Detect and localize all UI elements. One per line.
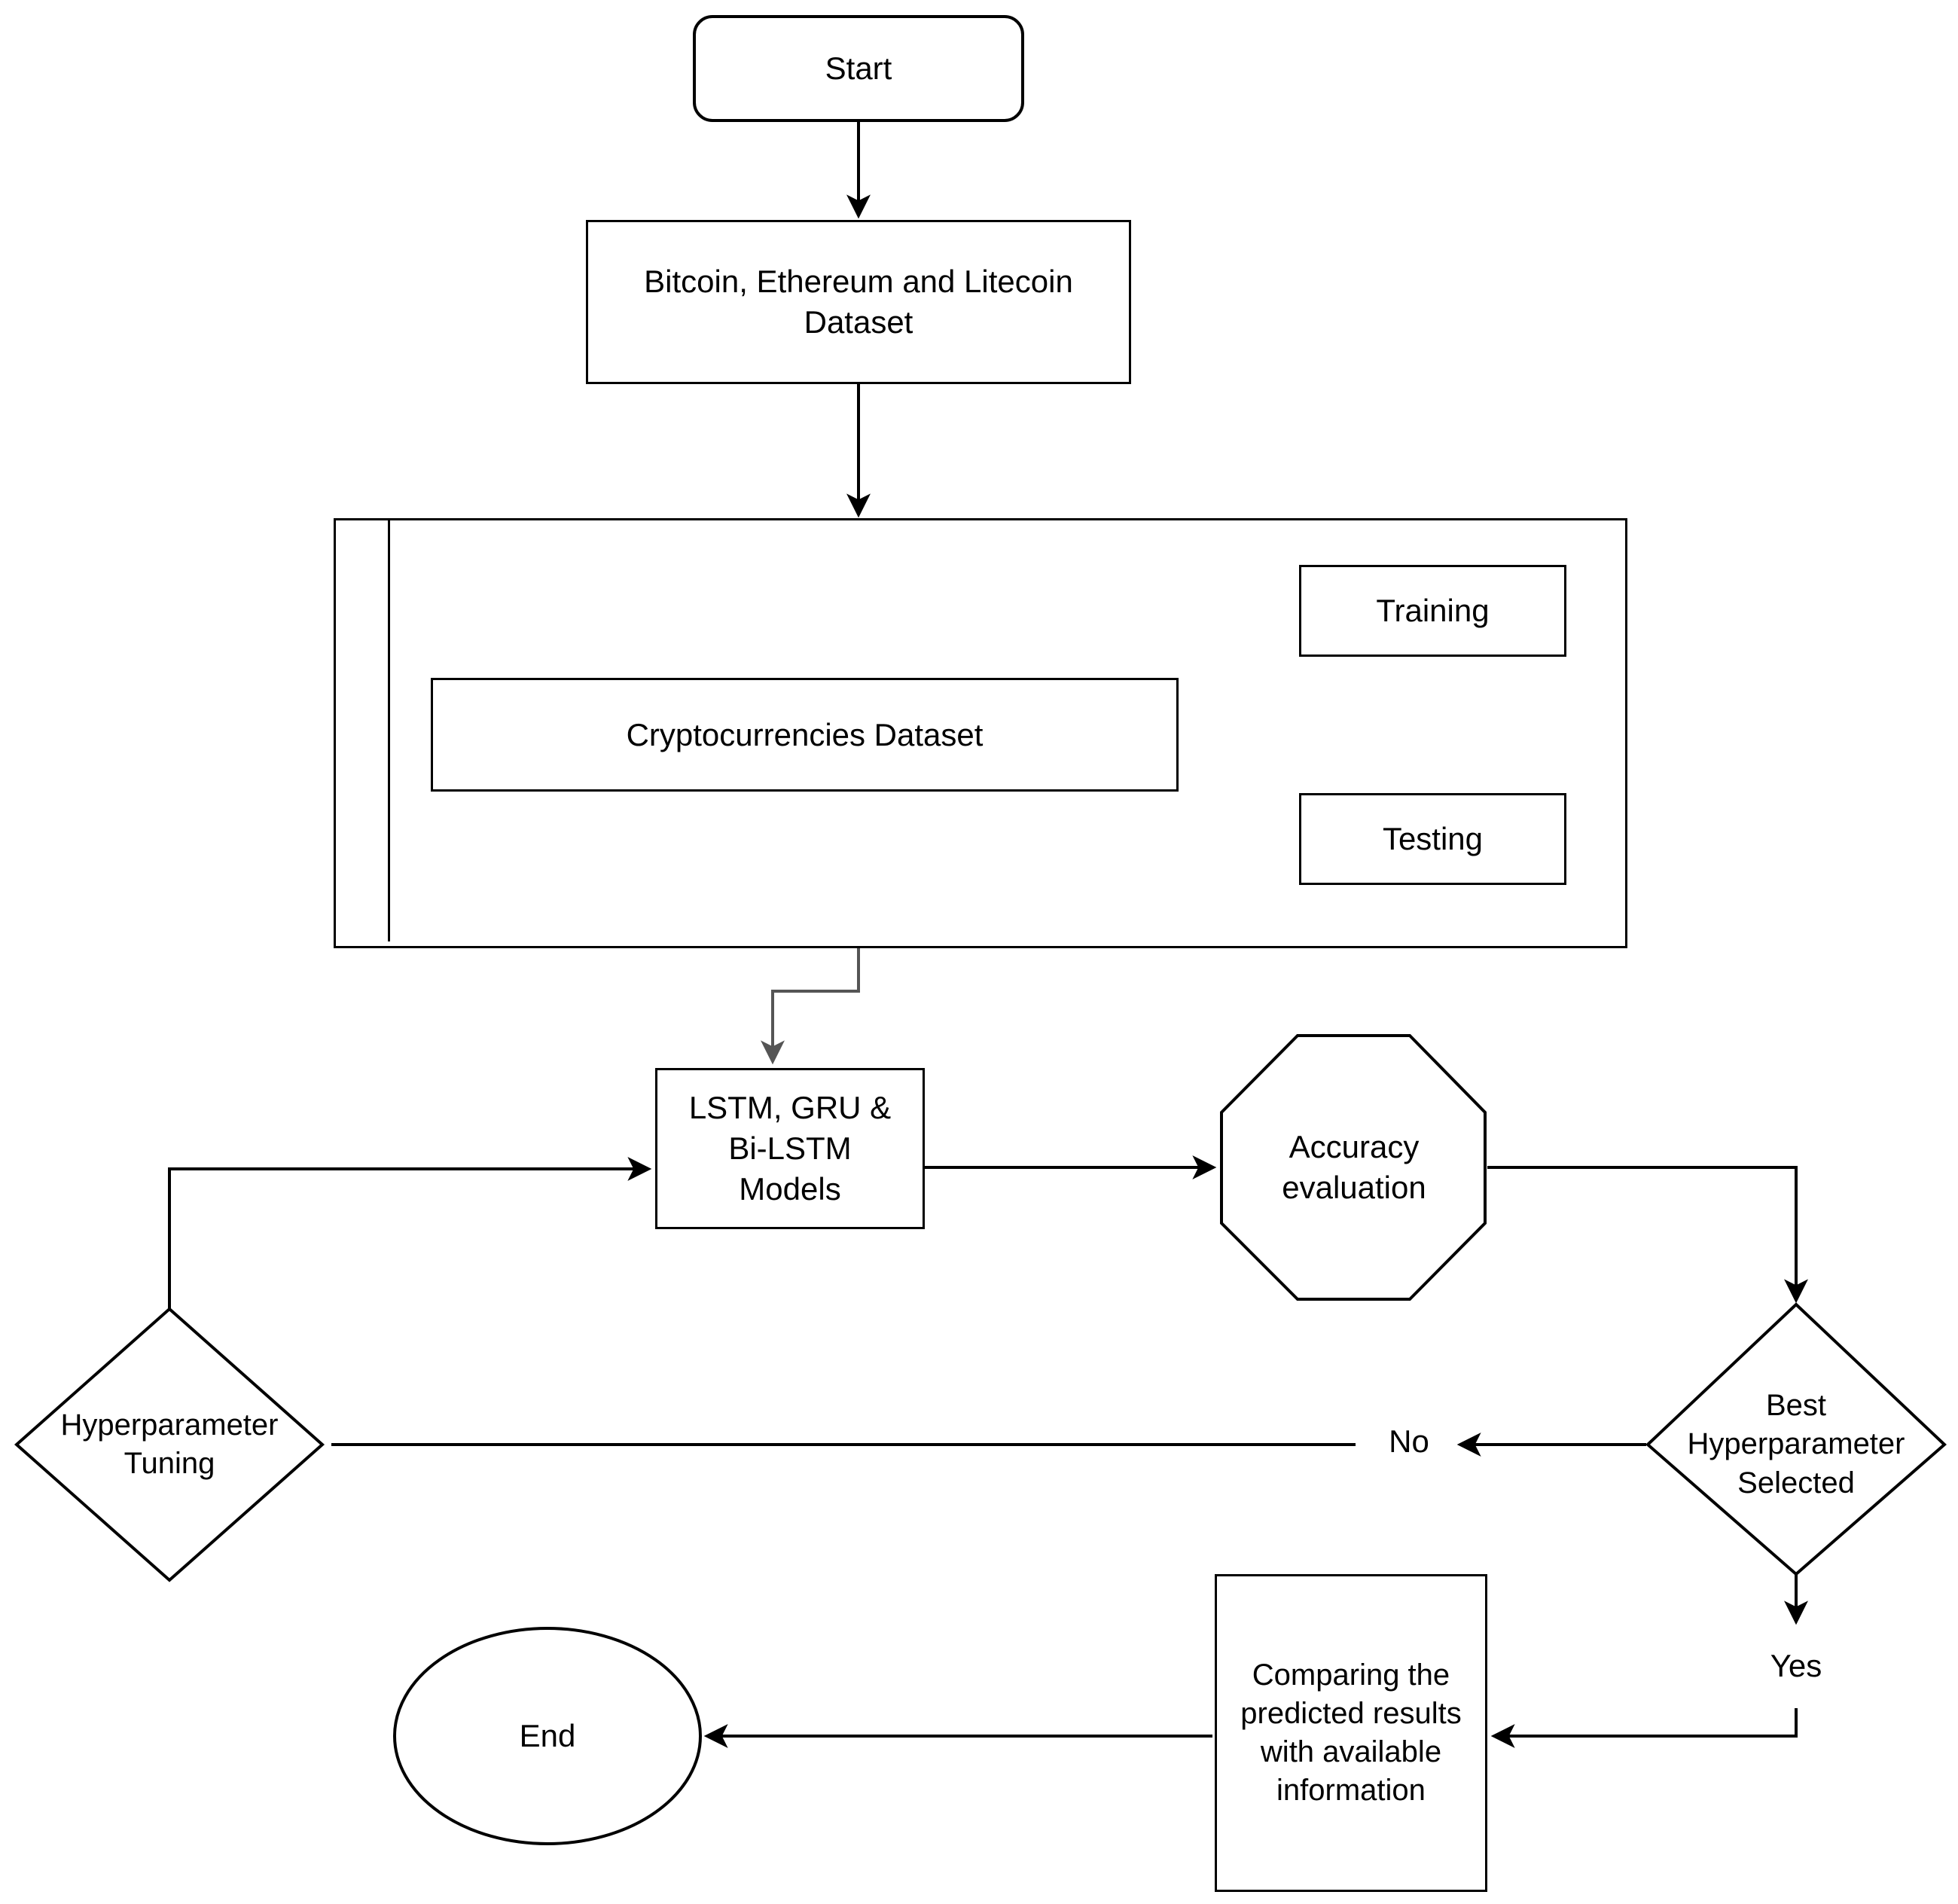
node-training-label: Training <box>1376 593 1490 629</box>
node-start[interactable]: Start <box>693 15 1024 122</box>
node-accuracy-evaluation[interactable]: Accuracy evaluation <box>1221 1036 1487 1299</box>
node-end[interactable]: End <box>395 1628 700 1844</box>
node-models[interactable]: LSTM, GRU & Bi-LSTM Models <box>655 1068 925 1229</box>
node-hyperparameter-tuning-label: Hyperparameter Tuning <box>60 1408 279 1480</box>
edge-hyper-tuning-to-models <box>168 1157 652 1309</box>
node-start-label: Start <box>825 50 892 87</box>
edge-container-to-models <box>761 943 860 1065</box>
node-best-hyperparameter-selected[interactable]: Best Hyperparameter Selected <box>1648 1326 1944 1564</box>
node-testing-label: Testing <box>1382 821 1484 857</box>
container-left-divider <box>388 520 390 941</box>
node-training[interactable]: Training <box>1299 565 1566 657</box>
edge-label-no: No <box>1360 1423 1458 1460</box>
edge-accuracy-to-best-hyper <box>1487 1166 1808 1304</box>
node-cryptocurrencies-dataset-label: Cryptocurrencies Dataset <box>626 716 984 752</box>
node-accuracy-evaluation-label: Accuracy evaluation <box>1282 1129 1426 1205</box>
node-dataset-label: Bitcoin, Ethereum and Litecoin Dataset <box>644 264 1073 340</box>
node-comparing-results-label: Comparing the predicted results with ava… <box>1240 1658 1462 1808</box>
node-models-label: LSTM, GRU & Bi-LSTM Models <box>688 1090 892 1207</box>
node-end-label: End <box>519 1718 576 1754</box>
edge-label-yes-text: Yes <box>1770 1648 1822 1683</box>
edge-label-no-text: No <box>1389 1423 1429 1459</box>
edge-label-yes: Yes <box>1747 1648 1845 1684</box>
node-best-hyperparameter-selected-label: Best Hyperparameter Selected <box>1687 1389 1905 1500</box>
node-hyperparameter-tuning[interactable]: Hyperparameter Tuning <box>19 1348 320 1541</box>
node-dataset[interactable]: Bitcoin, Ethereum and Litecoin Dataset <box>586 220 1131 384</box>
node-comparing-results[interactable]: Comparing the predicted results with ava… <box>1215 1574 1487 1892</box>
edge-yes-to-comparing <box>1490 1708 1798 1748</box>
node-testing[interactable]: Testing <box>1299 793 1566 885</box>
node-cryptocurrencies-dataset[interactable]: Cryptocurrencies Dataset <box>431 678 1179 792</box>
